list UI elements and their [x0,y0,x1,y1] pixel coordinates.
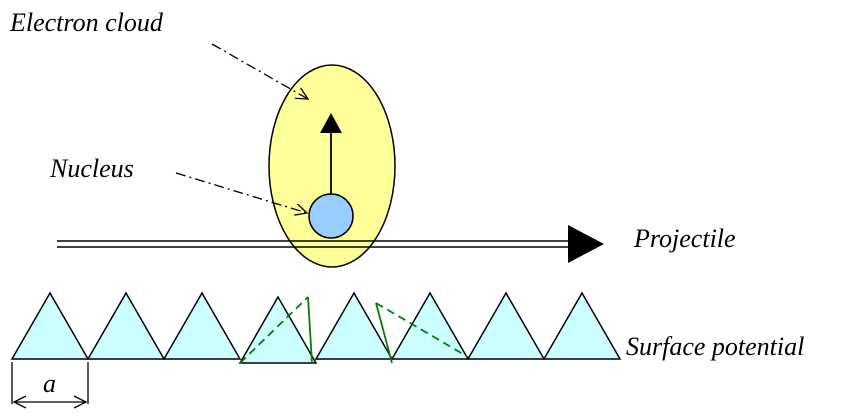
projectile-arrowhead-icon [568,225,604,263]
surface-triangle [10,291,90,360]
dipole-arrowhead-icon [320,113,342,133]
electron-cloud-leader [211,43,308,99]
green-dashed-line [239,296,309,364]
bracket-left-arrowhead [12,395,27,409]
green-solid-line [375,302,393,364]
surface-triangle [390,291,470,360]
green-solid-line [307,296,313,364]
nucleus-circle [308,193,354,239]
projectile-track [57,225,604,263]
lattice-constant-bracket [11,362,89,409]
dipole-arrow [320,113,342,194]
electron-cloud-ellipse [268,64,396,268]
surface-potential-triangles [10,291,622,364]
nucleus-leader [175,172,307,213]
shear-lines [239,296,469,364]
lattice-constant-label: a [43,369,56,398]
projectile-label: Projectile [634,224,736,253]
surface-triangle [466,291,546,360]
surface-triangle [162,291,242,360]
surface-triangle [238,295,318,364]
nucleus-label: Nucleus [50,154,134,183]
surface-potential-label: Surface potential [626,332,805,361]
bracket-right-arrowhead [73,395,88,409]
green-dashed-line [375,302,469,358]
surface-triangle [314,291,394,360]
surface-triangle [542,291,622,360]
electron-cloud-label: Electron cloud [10,8,163,37]
surface-triangle [86,291,166,360]
